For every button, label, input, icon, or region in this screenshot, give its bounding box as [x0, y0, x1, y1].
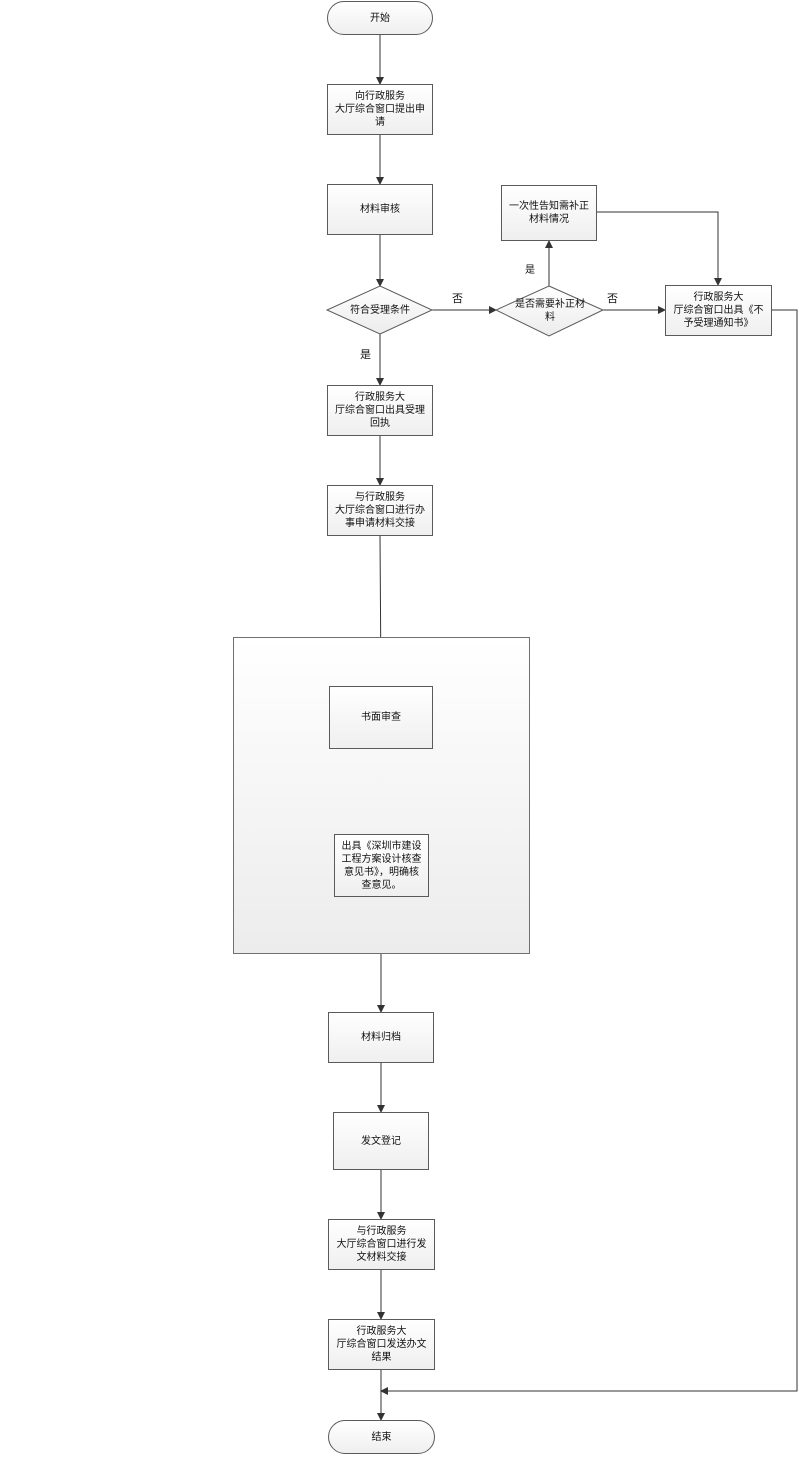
issue-rejection-node: 行政服务大 厅综合窗口出具《不 予受理通知书》: [665, 285, 772, 336]
submit-application-node: 向行政服务 大厅综合窗口提出申 请: [327, 84, 433, 135]
meets-no-label: 否: [452, 292, 463, 305]
edge-rejection-end: [380, 309, 798, 1395]
handover-dispatch-node: 与行政服务 大厅综合窗口进行发 文材料交接: [328, 1219, 435, 1270]
meets-conditions-decision: 符合受理条件: [350, 304, 410, 316]
start-node: 开始: [327, 1, 433, 35]
issue-opinion-node: 出具《深圳市建设 工程方案设计核查 意见书》，明确核 查意见。: [334, 834, 429, 897]
send-result-node: 行政服务大 厅综合窗口发送办文 结果: [328, 1319, 435, 1370]
issue-receipt-node: 行政服务大 厅综合窗口出具受理 回执: [327, 385, 433, 436]
supplement-no-label: 否: [607, 292, 618, 305]
written-review-node: 书面审查: [329, 686, 433, 749]
meets-yes-label: 是: [360, 348, 371, 361]
notify-supplement-node: 一次性告知需补正 材料情况: [501, 185, 597, 241]
material-review-node: 材料审核: [327, 184, 433, 235]
archive-materials-node: 材料归档: [328, 1012, 434, 1063]
edge-notify-rejection: [597, 211, 722, 286]
dispatch-register-node: 发文登记: [333, 1112, 429, 1170]
supplement-yes-label: 是: [525, 265, 535, 276]
meets-conditions-diamond: [325, 285, 434, 335]
need-supplement-decision: 是否需要补正材 料: [515, 299, 585, 323]
handover-materials-node: 与行政服务 大厅综合窗口进行办 事申请材料交接: [327, 485, 433, 536]
end-node: 结束: [328, 1420, 435, 1454]
need-supplement-diamond: [494, 285, 605, 337]
